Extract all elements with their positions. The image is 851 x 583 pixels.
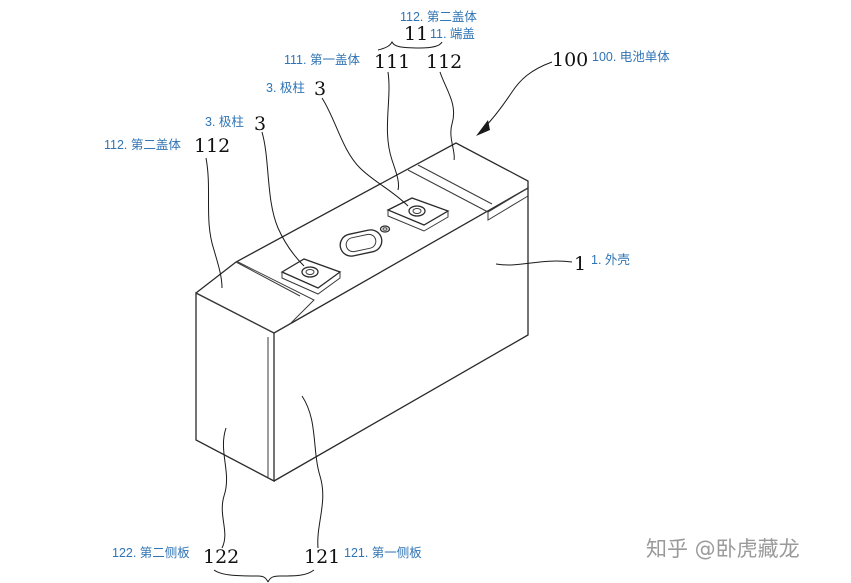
reference-numerals: 11 111 112 100 3 3 112 1 122 121 xyxy=(194,23,588,568)
terminal-near-side xyxy=(281,272,341,295)
leader-112-left xyxy=(205,157,223,289)
terminal-near-bolt-inner xyxy=(305,269,315,275)
leader-112-top xyxy=(439,71,455,161)
terminal-far-bolt xyxy=(408,205,426,217)
near-cover-front-edge xyxy=(195,292,275,334)
note-112-left: 112. 第二盖体 xyxy=(104,138,181,152)
near-cover-line xyxy=(235,261,301,297)
ref-11: 11 xyxy=(404,23,428,45)
ref-3-right: 3 xyxy=(314,78,326,100)
terminal-near-bolt xyxy=(301,266,319,278)
leader-122 xyxy=(221,427,228,549)
leader-111 xyxy=(386,71,399,191)
ref-111: 111 xyxy=(374,51,410,73)
fill-hole xyxy=(379,225,391,233)
terminal-far xyxy=(386,197,450,232)
watermark: 知乎 @卧虎藏龙 xyxy=(646,537,800,561)
side-face xyxy=(273,186,529,482)
terminal-near-plate xyxy=(280,258,342,289)
note-3-left: 3. 极柱 xyxy=(205,114,244,129)
bracket-bottom-right xyxy=(267,569,315,583)
note-112-top: 112. 第二盖体 xyxy=(400,10,477,24)
ref-112-left: 112 xyxy=(194,135,230,157)
fill-hole-outer xyxy=(379,225,391,233)
note-11: 11. 端盖 xyxy=(430,27,475,41)
vent-inner xyxy=(345,233,377,253)
leader-3-left xyxy=(261,131,305,267)
terminal-far-plate xyxy=(386,197,450,226)
ref-122: 122 xyxy=(203,546,239,568)
fill-hole-inner xyxy=(382,227,388,231)
arrow-head-100 xyxy=(476,120,490,136)
far-cover-step xyxy=(487,195,529,221)
annotations: 112. 第二盖体 11. 端盖 111. 第一盖体 100. 电池单体 3. … xyxy=(104,10,670,560)
terminal-near xyxy=(280,258,342,295)
near-cover-band xyxy=(237,261,315,334)
bracket-bottom-left xyxy=(213,569,269,583)
note-111: 111. 第一盖体 xyxy=(284,53,360,67)
ref-1: 1 xyxy=(574,253,586,275)
ref-112-top: 112 xyxy=(426,51,462,73)
note-1: 1. 外壳 xyxy=(591,253,630,267)
ref-3-left: 3 xyxy=(254,113,266,135)
ref-100: 100 xyxy=(552,49,588,71)
note-122: 122. 第二侧板 xyxy=(112,546,190,560)
safety-vent xyxy=(339,229,383,257)
leader-3-right xyxy=(321,97,409,207)
bracket-11 xyxy=(377,40,443,51)
ref-121: 121 xyxy=(304,546,340,568)
note-121: 121. 第一侧板 xyxy=(344,546,422,560)
note-3-right: 3. 极柱 xyxy=(266,80,305,95)
front-end-face xyxy=(195,291,275,483)
far-cover-line xyxy=(417,164,493,205)
leader-1 xyxy=(495,260,573,266)
terminal-far-side xyxy=(387,210,449,232)
note-100: 100. 电池单体 xyxy=(592,50,670,64)
vent-outer xyxy=(339,229,383,257)
top-face-outline xyxy=(195,142,529,294)
leader-100 xyxy=(481,61,553,131)
leader-lines xyxy=(205,40,573,583)
leader-121 xyxy=(301,395,324,549)
terminal-far-bolt-inner xyxy=(412,208,422,214)
battery-housing xyxy=(195,142,529,483)
